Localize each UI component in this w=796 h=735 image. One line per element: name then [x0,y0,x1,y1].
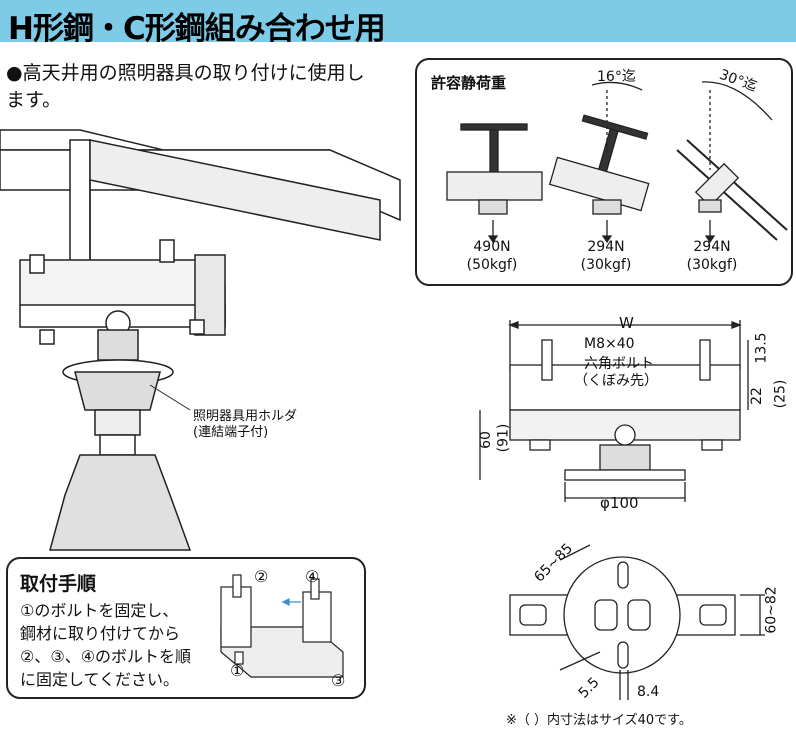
marker-4: ④ [305,567,320,586]
front-dimension-drawing [479,320,749,502]
bolt-label-1: M8×40 [584,336,635,352]
procedure-line-2: 鋼材に取り付けてから [20,624,181,643]
load-value-3: 294N (30kgf) [667,238,757,274]
holder-label: 照明器具用ホルダ [193,409,298,424]
bullet: ● [6,62,23,84]
load-value-1-n: 490N [473,239,511,255]
load-value-1: 490N (50kgf) [447,238,537,274]
marker-3: ③ [331,671,346,690]
installation-illustration [0,129,401,551]
procedure-title: 取付手順 [20,573,97,595]
procedure-illustration [220,574,344,678]
procedure-line-4: に固定してください。 [20,670,180,689]
load-diagrams [446,81,788,244]
procedure-line-3: ②、③、④のボルトを順 [20,647,192,666]
dim-phi100: φ100 [600,494,639,512]
dim-13-5: 13.5 [753,332,770,364]
load-title: 許容静荷重 [431,74,507,92]
procedure-text: ①のボルトを固定し、 鋼材に取り付けてから ②、③、④のボルトを順 に固定してく… [20,599,230,691]
holder-label-sub: (連結端子付) [193,425,269,440]
intro-text: ●高天井用の照明器具の取り付けに使用します。 [6,60,376,114]
marker-2: ② [254,567,269,586]
load-value-2: 294N (30kgf) [561,238,651,274]
dim-8-4: 8.4 [637,684,660,700]
marker-1: ① [230,661,245,680]
dim-60-82: 60~82 [763,586,780,634]
load-value-1-kgf: (50kgf) [466,257,518,273]
dim-60: 60 [477,431,494,449]
load-panel: 許容静荷重 [415,58,793,286]
procedure-line-1: ①のボルトを固定し、 [20,601,179,620]
load-value-2-n: 294N [587,239,625,255]
dim-25: (25) [772,379,789,409]
footnote: ※（ ）内寸法はサイズ40です。 [506,713,692,728]
bottom-dimension-drawing [509,544,765,700]
dim-91: (91) [495,423,512,453]
angle-16-label: 16°迄 [597,69,636,85]
load-value-2-kgf: (30kgf) [580,257,632,273]
bolt-label-3: （くぼみ先） [574,373,658,389]
intro-description: 高天井用の照明器具の取り付けに使用します。 [6,62,365,111]
load-value-3-kgf: (30kgf) [686,257,738,273]
load-value-3-n: 294N [693,239,731,255]
procedure-panel: 取付手順 ①のボルトを固定し、 鋼材に取り付けてから ②、③、④のボルトを順 に… [6,557,366,699]
dim-w: W [619,314,634,332]
page-title: H形鋼・C形鋼組み合わせ用 [8,11,386,47]
bolt-label-2: 六角ボルト [584,356,654,372]
header-bar: H形鋼・C形鋼組み合わせ用 [0,0,796,47]
dim-22: 22 [748,387,765,405]
